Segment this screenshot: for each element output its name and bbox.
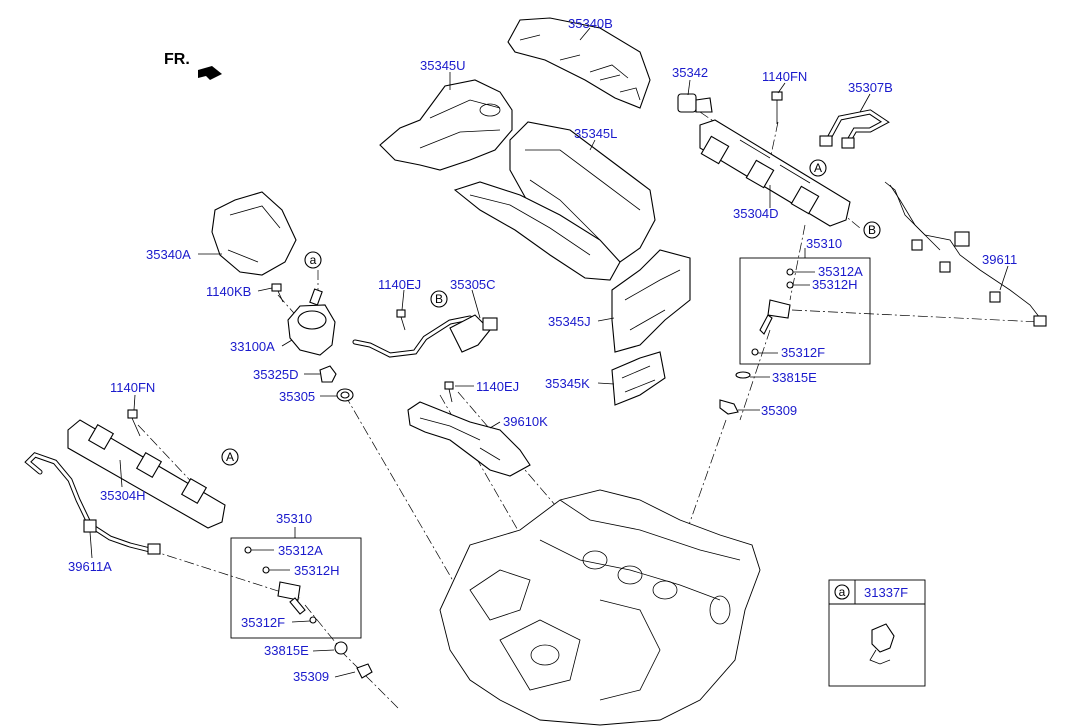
label-33100A[interactable]: 33100A: [230, 339, 275, 354]
callout-a-pump: [304, 251, 322, 269]
label-35304H[interactable]: 35304H: [100, 488, 146, 503]
inset-box: [828, 579, 926, 687]
label-35305[interactable]: 35305: [279, 389, 315, 404]
label-39611A[interactable]: 39611A: [68, 559, 112, 574]
engine-cover-35340A[interactable]: [211, 191, 297, 276]
clip-35309-right[interactable]: [719, 399, 739, 415]
label-35310-right[interactable]: 35310: [806, 236, 842, 251]
label-35312F-left[interactable]: 35312F: [241, 615, 285, 630]
insulator-35345K[interactable]: [611, 351, 666, 406]
bolt-1140EJ-mid[interactable]: [444, 381, 454, 403]
injector-right[interactable]: [759, 299, 791, 335]
label-1140KB[interactable]: 1140KB: [206, 284, 251, 299]
injector-group-left: [230, 537, 362, 639]
callouts: a B B A A: [221, 159, 881, 466]
label-35312A-right[interactable]: 35312A: [818, 264, 863, 279]
insulator-35345U[interactable]: [379, 79, 513, 171]
label-leaders: [89, 27, 1009, 678]
engine-cover-35340B[interactable]: [507, 17, 651, 109]
wiring-harness-39611[interactable]: [884, 181, 1047, 327]
front-direction-indicator: FR.: [164, 51, 222, 80]
callout-a-rail-left: [221, 448, 239, 466]
label-1140EJ-mid[interactable]: 1140EJ: [476, 379, 519, 394]
svg-text:A: A: [814, 161, 822, 175]
fuel-rail-35304H[interactable]: [67, 419, 226, 529]
front-arrow-icon: [198, 66, 222, 80]
label-35345K[interactable]: 35345K: [545, 376, 590, 391]
tappet-35325D[interactable]: [319, 365, 337, 383]
label-35340A[interactable]: 35340A: [146, 247, 191, 262]
label-35305C[interactable]: 35305C: [450, 277, 496, 292]
injector-group-right: [739, 257, 871, 365]
label-35310-left[interactable]: 35310: [276, 511, 312, 526]
fuel-pump-33100A[interactable]: [287, 288, 336, 356]
insulator-lower[interactable]: [453, 181, 621, 281]
part-labels: 35340B 35345U 35342 1140FN 35307B 35345L…: [68, 16, 1017, 684]
inset-part-label[interactable]: 31337F: [864, 585, 908, 600]
injector-box-left: [230, 537, 362, 639]
label-33815E-left[interactable]: 33815E: [264, 643, 309, 658]
callout-a-rail-right: [809, 159, 827, 177]
wiring-harness-39611A[interactable]: [24, 452, 161, 555]
bracket-39610K[interactable]: [407, 401, 531, 477]
fuel-pipe-35307B[interactable]: [819, 109, 890, 149]
oring-35305[interactable]: [336, 388, 354, 402]
svg-text:A: A: [226, 450, 234, 464]
label-35312A-left[interactable]: 35312A: [278, 543, 323, 558]
label-35340B[interactable]: 35340B: [568, 16, 613, 31]
seal-33815E-right[interactable]: [735, 371, 751, 379]
insulator-35345J[interactable]: [611, 249, 691, 353]
svg-text:a: a: [310, 253, 317, 267]
bolt-1140FN-left[interactable]: [127, 409, 141, 437]
fuel-pipe-35305C[interactable]: [352, 314, 498, 358]
label-35345L[interactable]: 35345L: [574, 126, 617, 141]
label-39610K[interactable]: 39610K: [503, 414, 548, 429]
bolt-1140FN-top[interactable]: [771, 91, 783, 124]
label-35304D[interactable]: 35304D: [733, 206, 779, 221]
label-39611[interactable]: 39611: [982, 252, 1017, 267]
label-35325D[interactable]: 35325D: [253, 367, 299, 382]
label-35312H-left[interactable]: 35312H: [294, 563, 340, 578]
label-35309-left[interactable]: 35309: [293, 669, 329, 684]
clip-35309-left[interactable]: [356, 663, 373, 679]
label-35312H-right[interactable]: 35312H: [812, 277, 858, 292]
label-35345J[interactable]: 35345J: [548, 314, 591, 329]
label-1140EJ-top[interactable]: 1140EJ: [378, 277, 421, 292]
seal-33815E-left[interactable]: [334, 641, 348, 655]
injector-left[interactable]: [277, 581, 306, 615]
clip-31337F-icon[interactable]: [869, 623, 895, 665]
front-label: FR.: [164, 51, 190, 68]
label-1140FN-top[interactable]: 1140FN: [762, 69, 807, 84]
label-35312F-right[interactable]: 35312F: [781, 345, 825, 360]
callout-b-pump: [430, 290, 448, 308]
label-35309-right[interactable]: 35309: [761, 403, 797, 418]
inset-31337F: a 31337F: [828, 579, 926, 687]
fuel-rail-35304D[interactable]: [699, 119, 851, 227]
label-33815E-right[interactable]: 33815E: [772, 370, 817, 385]
inset-letter: a: [839, 585, 846, 599]
engine-block: [439, 489, 761, 726]
bolt-1140KB[interactable]: [271, 283, 284, 303]
pressure-sensor-35342[interactable]: [677, 93, 713, 113]
label-35307B[interactable]: 35307B: [848, 80, 893, 95]
label-35345U[interactable]: 35345U: [420, 58, 466, 73]
label-1140FN-left[interactable]: 1140FN: [110, 380, 155, 395]
callout-b-rail: [863, 221, 881, 239]
label-35342[interactable]: 35342: [672, 65, 708, 80]
svg-text:B: B: [435, 292, 443, 306]
bolt-1140EJ-top[interactable]: [396, 309, 406, 331]
svg-text:B: B: [868, 223, 876, 237]
